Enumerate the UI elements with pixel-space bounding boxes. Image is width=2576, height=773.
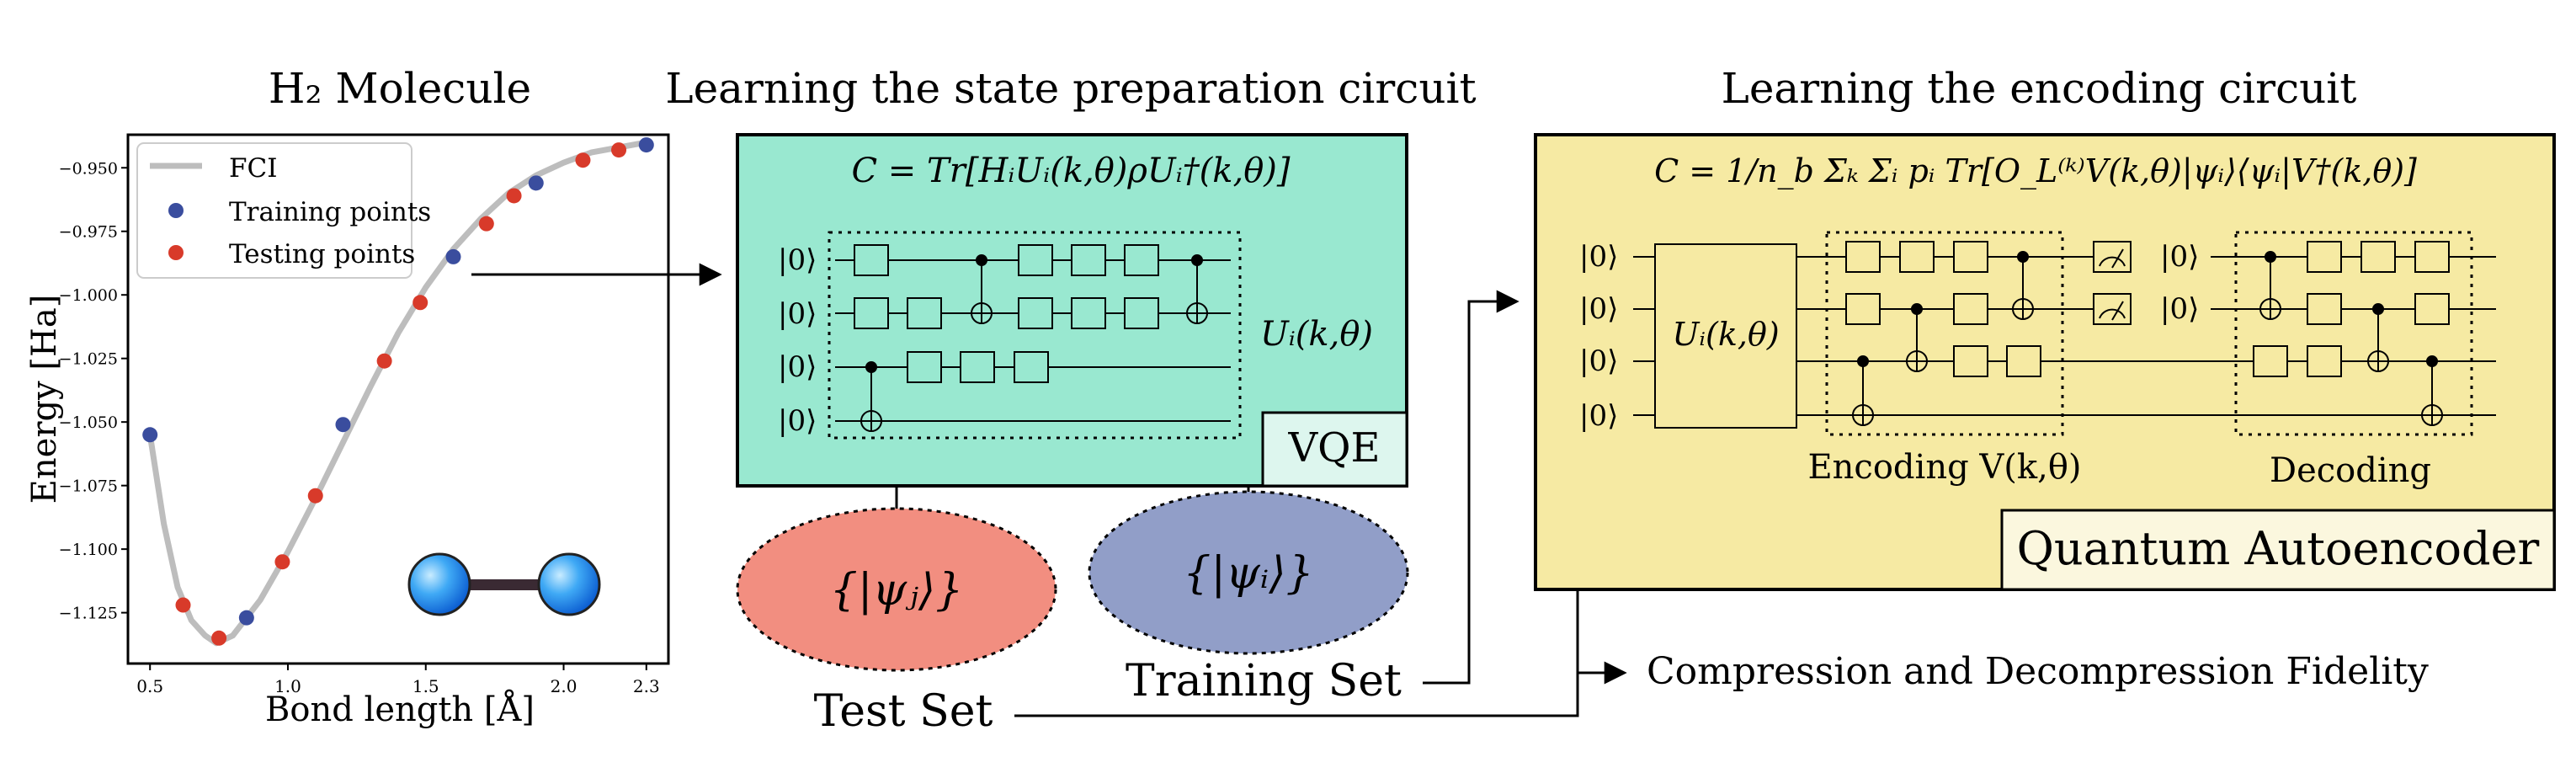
training-set: {|ψᵢ⟩} Training Set bbox=[1088, 490, 1409, 706]
title-encoding: Learning the encoding circuit bbox=[1722, 64, 2357, 113]
qae-reset-ket-0: |0⟩ bbox=[2160, 240, 2199, 274]
chart-lines bbox=[146, 139, 647, 647]
testing-point bbox=[611, 142, 627, 158]
vqe-cnot-gates bbox=[860, 254, 1208, 432]
x-ticks: 0.5 1.0 1.5 2.0 2.3 bbox=[136, 664, 660, 696]
qae-panel: C = 1/n_b Σₖ Σᵢ pᵢ Tr[O_L⁽ᵏ⁾V(k,θ)|ψᵢ⟩⟨ψ… bbox=[1534, 133, 2556, 591]
decoding-region bbox=[2234, 231, 2473, 436]
y-tick-label: −1.000 bbox=[59, 286, 118, 305]
encoding-region bbox=[1825, 231, 2064, 436]
title-molecule: H₂ Molecule bbox=[269, 64, 531, 113]
vqe-ket-1: |0⟩ bbox=[778, 297, 817, 331]
y-tick-label: −1.100 bbox=[59, 541, 118, 559]
training-point bbox=[142, 427, 158, 443]
decoding-label: Decoding bbox=[2270, 451, 2431, 490]
legend-label-testing: Testing points bbox=[229, 239, 415, 269]
y-tick-label: −1.075 bbox=[59, 477, 118, 496]
energy-chart: 0.5 1.0 1.5 2.0 2.3 −0.950 −0.975 −1.000 −1.025… bbox=[25, 133, 670, 729]
encoding-label: Encoding V(k,θ) bbox=[1807, 448, 2081, 487]
vqe-ket-3: |0⟩ bbox=[778, 404, 817, 438]
chart-points bbox=[142, 137, 654, 646]
qae-state-prep-label: Uᵢ(k,θ) bbox=[1672, 316, 1779, 353]
title-state-prep: Learning the state preparation circuit bbox=[665, 64, 1476, 113]
x-tick-label: 1.5 bbox=[412, 676, 439, 696]
decoding-cnots bbox=[2259, 251, 2443, 426]
training-set-ellipse bbox=[1088, 490, 1409, 655]
x-tick-label: 2.0 bbox=[551, 676, 577, 696]
vqe-ket-2: |0⟩ bbox=[778, 350, 817, 384]
testing-point bbox=[175, 597, 191, 613]
output-label: Compression and Decompression Fidelity bbox=[1647, 650, 2429, 693]
hydrogen-atom-right bbox=[537, 552, 601, 616]
y-tick-label: −1.125 bbox=[59, 605, 118, 623]
legend-marker-testing bbox=[168, 245, 184, 260]
vqe-badge: VQE bbox=[1287, 424, 1380, 472]
training-point bbox=[238, 610, 254, 626]
x-tick-label: 0.5 bbox=[136, 676, 163, 696]
encoding-gates bbox=[1845, 241, 2041, 377]
y-tick-label: −1.025 bbox=[59, 350, 118, 369]
qae-ket-1: |0⟩ bbox=[1579, 292, 1618, 326]
qae-ket-0: |0⟩ bbox=[1579, 240, 1618, 274]
test-set-ellipse bbox=[736, 507, 1057, 672]
vqe-gates bbox=[854, 244, 1159, 383]
series-line-fci bbox=[146, 139, 647, 647]
training-set-ket: {|ψᵢ⟩} bbox=[1183, 548, 1313, 599]
y-axis-label: Energy [Ha] bbox=[25, 295, 64, 504]
connector-test-to-output bbox=[1014, 589, 1579, 717]
legend-label-fci: FCI bbox=[229, 153, 277, 184]
arrow-training-to-qae bbox=[1423, 290, 1520, 685]
testing-point bbox=[376, 353, 392, 369]
x-axis-label: Bond length [Å] bbox=[265, 690, 535, 729]
testing-point bbox=[274, 554, 290, 570]
measurement-icon bbox=[2093, 241, 2132, 325]
legend-label-training: Training points bbox=[229, 197, 431, 227]
testing-point bbox=[412, 295, 428, 311]
training-set-label: Training Set bbox=[1126, 656, 1402, 706]
vqe-cost-formula: C = Tr[HᵢUᵢ(k,θ)ρUᵢ†(k,θ)] bbox=[851, 152, 1290, 190]
y-tick-label: −1.050 bbox=[59, 413, 118, 432]
qae-reset-ket-1: |0⟩ bbox=[2160, 292, 2199, 326]
vqe-ket-0: |0⟩ bbox=[778, 243, 817, 277]
training-point bbox=[335, 417, 351, 433]
training-point bbox=[445, 248, 461, 264]
y-ticks: −0.950 −0.975 −1.000 −1.025 −1.050 −1.075 −1.1… bbox=[59, 159, 128, 623]
qae-ket-2: |0⟩ bbox=[1579, 344, 1618, 378]
x-tick-label: 1.0 bbox=[274, 676, 301, 696]
y-tick-label: −0.950 bbox=[59, 159, 118, 178]
chart-legend: FCI Training points Testing points bbox=[136, 142, 431, 279]
qae-state-prep-box bbox=[1654, 243, 1797, 429]
testing-point bbox=[307, 488, 323, 504]
test-set: {|ψⱼ⟩} Test Set bbox=[736, 507, 1057, 737]
qae-badge-box bbox=[2000, 509, 2556, 591]
qae-ket-3: |0⟩ bbox=[1579, 399, 1618, 433]
testing-point bbox=[506, 188, 522, 204]
vqe-dotted-region bbox=[828, 231, 1242, 440]
training-point bbox=[638, 137, 654, 153]
qae-badge: Quantum Autoencoder bbox=[2017, 522, 2540, 575]
y-tick-label: −0.975 bbox=[59, 223, 118, 242]
testing-point bbox=[211, 630, 227, 646]
test-set-ket: {|ψⱼ⟩} bbox=[830, 565, 964, 616]
vqe-unitary-label: Uᵢ(k,θ) bbox=[1260, 315, 1373, 354]
vqe-panel: C = Tr[HᵢUᵢ(k,θ)ρUᵢ†(k,θ)] |0⟩ |0⟩ |0⟩ |… bbox=[736, 133, 1408, 488]
testing-point bbox=[575, 152, 591, 168]
encoding-cnots bbox=[1852, 251, 2034, 426]
vqe-badge-box bbox=[1261, 411, 1408, 488]
qae-cost-formula: C = 1/n_b Σₖ Σᵢ pᵢ Tr[O_L⁽ᵏ⁾V(k,θ)|ψᵢ⟩⟨ψ… bbox=[1654, 152, 2417, 190]
training-point bbox=[528, 175, 544, 191]
legend-marker-training bbox=[168, 203, 184, 218]
legend-box bbox=[136, 142, 412, 279]
h2-molecule-illustration bbox=[407, 552, 601, 616]
testing-point bbox=[478, 216, 494, 232]
decoding-gates bbox=[2253, 241, 2450, 377]
x-tick-label: 2.3 bbox=[633, 676, 660, 696]
test-set-label: Test Set bbox=[814, 686, 993, 737]
hydrogen-atom-left bbox=[407, 552, 471, 616]
